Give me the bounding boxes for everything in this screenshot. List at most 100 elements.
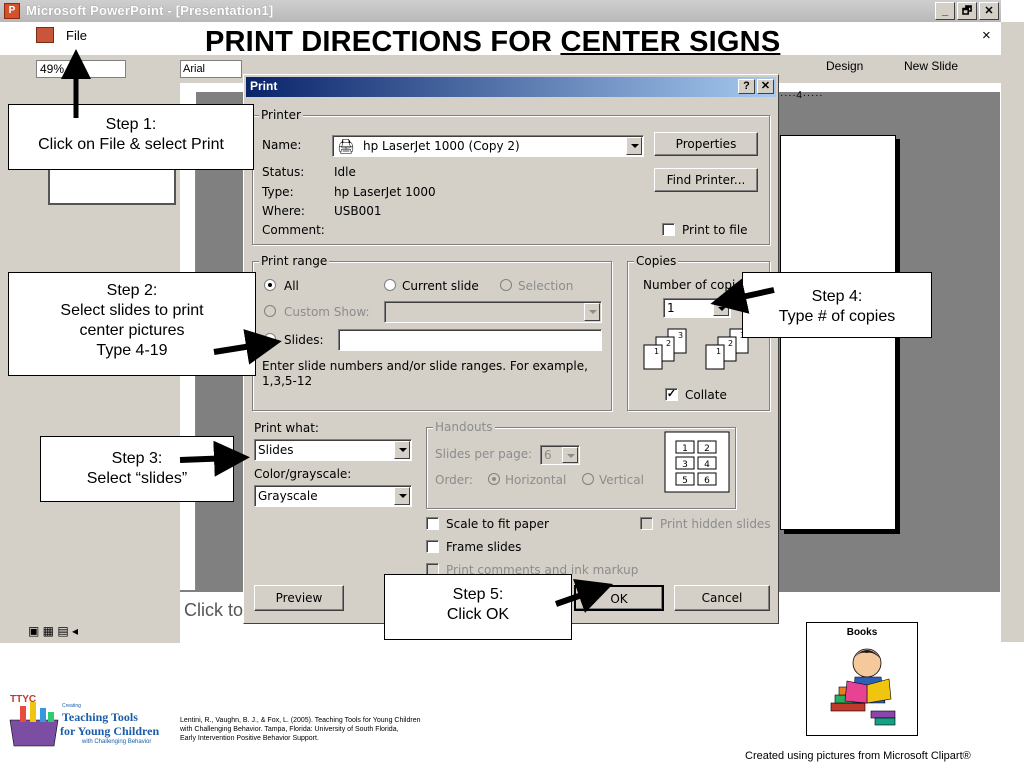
- status-label: Status:: [262, 165, 305, 179]
- handouts-label: Handouts: [433, 420, 495, 434]
- collate-illustration: 3 2 1 3 2 1: [643, 328, 749, 370]
- step-1-callout: Step 1: Click on File & select Print: [8, 104, 254, 170]
- print-range-label: Print range: [259, 254, 330, 268]
- handout-number: 2: [704, 444, 710, 454]
- print-hidden-label: Print hidden slides: [660, 517, 771, 531]
- step-3-text: Select “slides”: [86, 470, 188, 487]
- scale-to-fit-label: Scale to fit paper: [446, 517, 549, 531]
- handout-number: 4: [704, 460, 710, 470]
- app-title-bar: P Microsoft PowerPoint - [Presentation1]…: [0, 0, 1001, 22]
- ok-button[interactable]: OK: [574, 585, 664, 611]
- type-label: Type:: [262, 185, 294, 199]
- chevron-down-icon[interactable]: [394, 441, 410, 459]
- step-4-text: Type # of copies: [778, 308, 896, 325]
- current-slide-radio[interactable]: [384, 279, 396, 291]
- vertical-label: Vertical: [599, 473, 644, 487]
- title-part-2: CENTER SIGNS: [560, 26, 781, 58]
- handouts-group: Handouts: [426, 420, 736, 509]
- logo-line-3: with Challenging Behavior: [82, 739, 152, 745]
- printer-group: Printer: [252, 108, 770, 245]
- step-3-callout: Step 3: Select “slides”: [40, 436, 234, 502]
- teaching-tools-logo-icon: [9, 702, 59, 747]
- books-picture-card: Books: [806, 622, 918, 736]
- number-of-copies-label: Number of copies:: [643, 278, 739, 292]
- horizontal-radio[interactable]: [488, 473, 500, 485]
- slides-input[interactable]: [338, 329, 602, 351]
- custom-show-select[interactable]: [384, 301, 602, 323]
- slides-label: Slides:: [284, 333, 324, 347]
- range-hint: Enter slide numbers and/or slide ranges.…: [262, 359, 588, 373]
- custom-show-radio[interactable]: [264, 305, 276, 317]
- properties-button[interactable]: Properties: [654, 132, 758, 156]
- menu-file[interactable]: File: [66, 28, 87, 43]
- handout-layout-preview: 1 2 3 4 5 6: [664, 431, 730, 493]
- slides-radio[interactable]: [264, 333, 276, 345]
- step-2-text: center pictures: [79, 322, 185, 339]
- ttyc-logo-text: TTYC: [10, 694, 37, 705]
- handout-number: 1: [682, 444, 688, 454]
- step-4-heading: Step 4:: [811, 288, 863, 305]
- chevron-down-icon[interactable]: [394, 487, 410, 505]
- zoom-select[interactable]: 49%: [36, 60, 126, 78]
- slides-per-page-select[interactable]: 6: [540, 445, 580, 465]
- step-1-heading: Step 1:: [105, 116, 157, 133]
- chevron-down-icon[interactable]: [584, 303, 600, 321]
- print-what-label: Print what:: [254, 421, 319, 435]
- all-radio[interactable]: [264, 279, 276, 291]
- find-printer-button[interactable]: Find Printer...: [654, 168, 758, 192]
- preview-button[interactable]: Preview: [254, 585, 344, 611]
- minimize-button[interactable]: _: [935, 2, 955, 20]
- dialog-title-bar: Print ? ✕: [246, 77, 776, 97]
- citation: Lentini, R., Vaughn, B. J., & Fox, L. (2…: [180, 716, 420, 743]
- citation-line: with Challenging Behavior. Tampa, Florid…: [180, 726, 399, 733]
- type-value: hp LaserJet 1000: [334, 185, 436, 199]
- selection-radio[interactable]: [500, 279, 512, 291]
- print-to-file-checkbox[interactable]: [662, 223, 675, 236]
- collate-checkbox[interactable]: ✓: [665, 388, 678, 401]
- frame-slides-checkbox[interactable]: [426, 540, 439, 553]
- chevron-down-icon[interactable]: [626, 137, 642, 155]
- restore-button[interactable]: 🗗: [957, 2, 977, 20]
- range-example: 1,3,5-12: [262, 374, 313, 388]
- printer-name-select[interactable]: 🖨 hp LaserJet 1000 (Copy 2): [332, 135, 644, 157]
- help-button[interactable]: ?: [738, 79, 755, 94]
- print-what-select[interactable]: Slides: [254, 439, 412, 461]
- step-5-text: Click OK: [446, 606, 510, 623]
- handout-number: 5: [682, 476, 688, 486]
- view-buttons[interactable]: ▣ ▦ ▤ ◂: [28, 624, 79, 638]
- name-label: Name:: [262, 138, 302, 152]
- scale-to-fit-checkbox[interactable]: [426, 517, 439, 530]
- print-hidden-checkbox[interactable]: [640, 517, 653, 530]
- copies-label: Copies: [634, 254, 679, 268]
- logo-line-2: for Young Children: [60, 724, 160, 738]
- where-value: USB001: [334, 204, 382, 218]
- chevron-down-icon[interactable]: [562, 447, 578, 463]
- dialog-title: Print: [250, 79, 278, 93]
- new-slide-button[interactable]: New Slide: [904, 59, 959, 73]
- step-3-heading: Step 3:: [111, 450, 163, 467]
- app-title: Microsoft PowerPoint - [Presentation1]: [26, 3, 274, 18]
- comment-label: Comment:: [262, 223, 325, 237]
- vertical-scrollbar[interactable]: [1001, 22, 1024, 642]
- close-button[interactable]: ✕: [979, 2, 999, 20]
- cancel-button[interactable]: Cancel: [674, 585, 770, 611]
- all-label: All: [284, 279, 299, 293]
- copies-spinner[interactable]: 1: [663, 298, 731, 318]
- dialog-close-button[interactable]: ✕: [757, 79, 774, 94]
- close-document-button[interactable]: ×: [982, 27, 991, 44]
- font-select[interactable]: Arial: [180, 60, 242, 78]
- status-value: Idle: [334, 165, 356, 179]
- color-grayscale-value: Grayscale: [258, 489, 318, 503]
- color-grayscale-select[interactable]: Grayscale: [254, 485, 412, 507]
- logo-line-1: Teaching Tools: [62, 710, 138, 724]
- vertical-radio[interactable]: [582, 473, 594, 485]
- horizontal-label: Horizontal: [505, 473, 567, 487]
- design-button[interactable]: Design: [826, 59, 864, 73]
- print-comments-label: Print comments and ink markup: [446, 563, 639, 577]
- printer-group-label: Printer: [259, 108, 303, 122]
- title-part-1: PRINT DIRECTIONS FOR: [205, 26, 561, 58]
- print-to-file-label: Print to file: [682, 223, 748, 237]
- print-range-group: Print range: [252, 254, 612, 411]
- step-1-text: Click on File & select Print: [38, 136, 224, 153]
- spinner-arrows-icon[interactable]: [713, 300, 729, 316]
